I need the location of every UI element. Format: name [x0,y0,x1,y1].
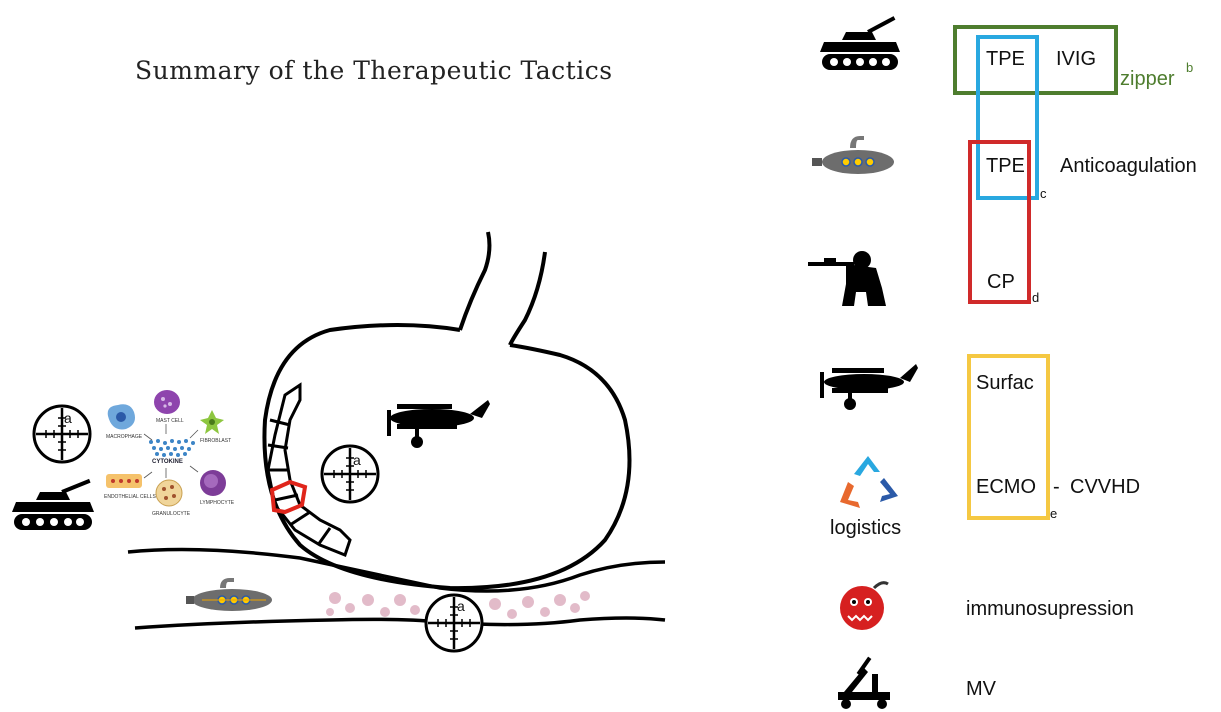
row1-left-label: TPE [986,48,1025,71]
row5-left-label: ECMO [976,476,1036,499]
row4-left-label: Surfac [976,372,1034,395]
zipper-label: zipper [1120,68,1174,91]
row5-subscript: e [1050,506,1057,521]
row1-right-label: IVIG [1056,48,1096,71]
row3-subscript: d [1032,290,1039,305]
row6-label: immunosupression [966,598,1134,621]
row2-right-label: Anticoagulation [1060,155,1197,178]
row7-label: MV [966,678,996,701]
row3-left-label: CP [987,271,1015,294]
row5-right-label: CVVHD [1070,476,1140,499]
zipper-superscript: b [1186,60,1193,75]
row2-subscript: c [1040,186,1047,201]
row5-dash: - [1053,476,1060,499]
row2-left-label: TPE [986,155,1025,178]
